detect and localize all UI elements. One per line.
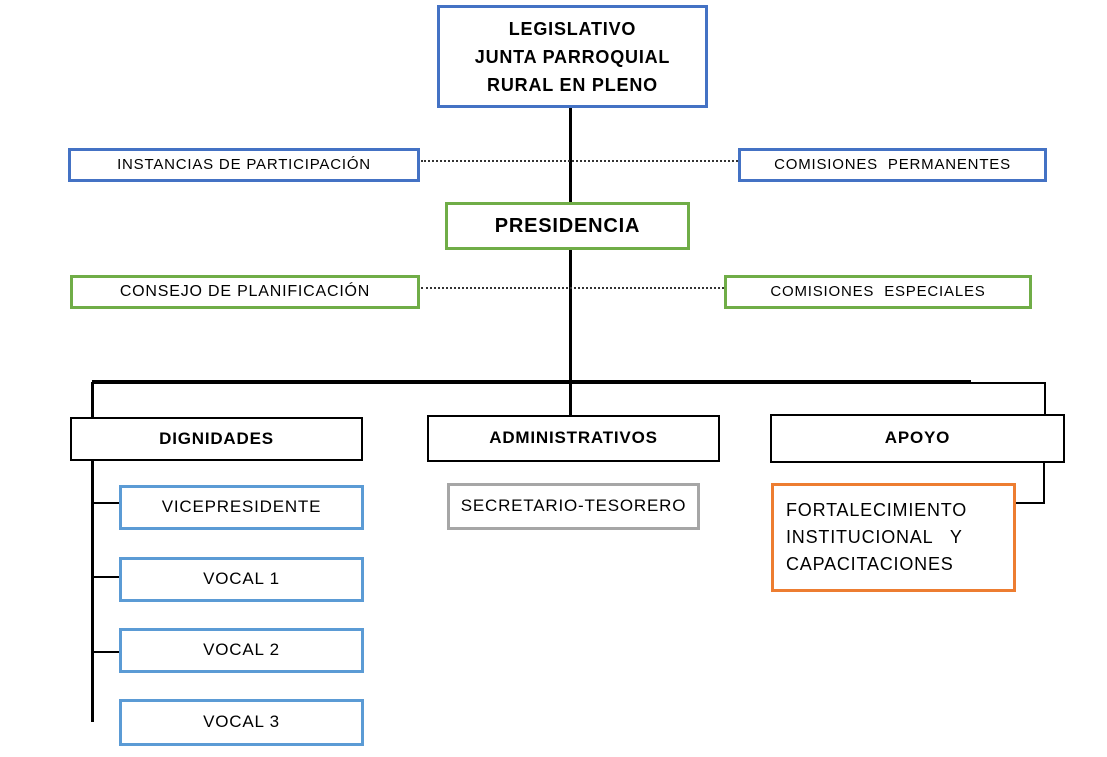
connector-trunk-administrativos: [569, 383, 572, 415]
connector-apoyo-fortalecimiento-vertical: [1043, 462, 1045, 504]
connector-stub-vocal2: [93, 651, 120, 653]
connector-presidencia-trunk: [569, 249, 572, 382]
node-consejo-label: CONSEJO DE PLANIFICACIÓN: [119, 283, 371, 301]
node-comisiones-especiales-label: COMISIONES ESPECIALES: [770, 283, 986, 300]
node-vocal-2-label: VOCAL 2: [203, 640, 280, 660]
node-vocal-3-label: VOCAL 3: [203, 712, 280, 732]
node-vocal-3: VOCAL 3: [119, 699, 364, 746]
node-vocal-2: VOCAL 2: [119, 628, 364, 673]
connector-main-horizontal: [92, 380, 971, 384]
connector-drop-dignidades: [91, 382, 94, 417]
node-vocal-1-label: VOCAL 1: [203, 569, 280, 589]
node-comisiones-permanentes: COMISIONES PERMANENTES: [738, 148, 1047, 182]
connector-drop-apoyo: [1044, 382, 1046, 415]
node-administrativos: ADMINISTRATIVOS: [427, 415, 720, 462]
node-secretario-tesorero: SECRETARIO-TESORERO: [447, 483, 700, 530]
node-presidencia: PRESIDENCIA: [445, 202, 690, 250]
node-apoyo: APOYO: [770, 414, 1065, 463]
node-fortalecimiento-line3: CAPACITACIONES: [786, 554, 954, 574]
connector-dignidades-trunk: [91, 459, 94, 722]
node-vicepresidente-label: VICEPRESIDENTE: [161, 497, 322, 517]
node-dignidades-label: DIGNIDADES: [159, 428, 274, 448]
connector-stub-vocal1: [93, 576, 120, 578]
node-fortalecimiento: FORTALECIMIENTO INSTITUCIONAL Y CAPACITA…: [771, 483, 1016, 592]
node-legislativo-line2: JUNTA PARROQUIAL: [474, 46, 671, 67]
node-legislativo-line3: RURAL EN PLENO: [487, 74, 658, 95]
node-comisiones-permanentes-label: COMISIONES PERMANENTES: [774, 156, 1011, 173]
node-legislativo-line1: LEGISLATIVO: [508, 18, 637, 39]
node-comisiones-especiales: COMISIONES ESPECIALES: [724, 275, 1032, 309]
node-administrativos-label: ADMINISTRATIVOS: [489, 428, 658, 448]
node-consejo-de-planificacion: CONSEJO DE PLANIFICACIÓN: [70, 275, 420, 309]
node-presidencia-label: PRESIDENCIA: [494, 215, 641, 237]
node-vocal-1: VOCAL 1: [119, 557, 364, 602]
node-fortalecimiento-line2: INSTITUCIONAL Y: [786, 527, 963, 547]
dotted-connector-consejo-comisiones: [421, 287, 724, 289]
node-instancias-de-participacion: INSTANCIAS DE PARTICIPACIÓN: [68, 148, 420, 182]
node-legislativo: LEGISLATIVO JUNTA PARROQUIAL RURAL EN PL…: [437, 5, 708, 108]
connector-legislativo-presidencia: [569, 107, 572, 203]
node-vicepresidente: VICEPRESIDENTE: [119, 485, 364, 530]
connector-apoyo-fortalecimiento-horizontal: [1016, 502, 1045, 504]
node-secretario-tesorero-label: SECRETARIO-TESORERO: [460, 496, 687, 516]
connector-stub-vicepresidente: [93, 502, 120, 504]
node-fortalecimiento-line1: FORTALECIMIENTO: [786, 500, 968, 520]
dotted-connector-instancias-comisiones: [421, 160, 738, 162]
node-instancias-label: INSTANCIAS DE PARTICIPACIÓN: [117, 156, 371, 173]
connector-horizontal-extension-right: [969, 382, 1046, 384]
node-apoyo-label: APOYO: [884, 428, 951, 448]
node-dignidades: DIGNIDADES: [70, 417, 363, 461]
